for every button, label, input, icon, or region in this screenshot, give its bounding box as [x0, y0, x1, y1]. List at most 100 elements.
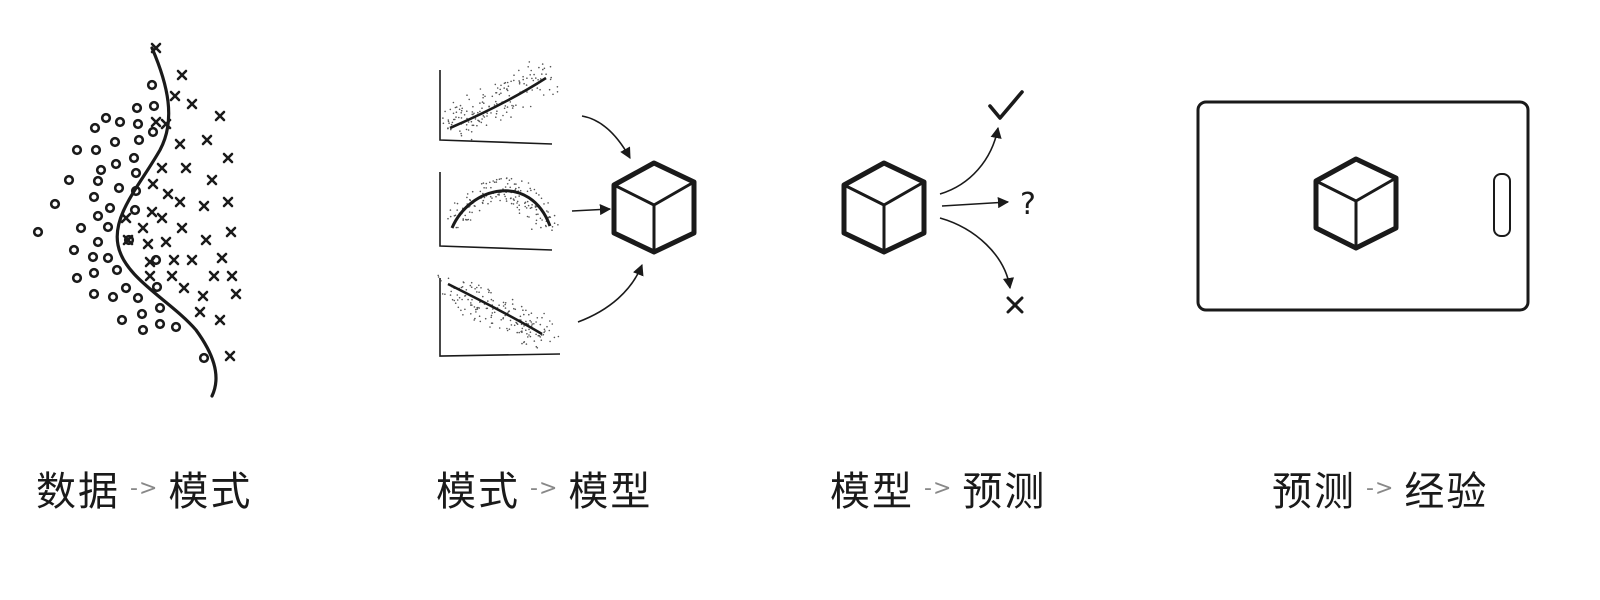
noise-dot [489, 181, 491, 184]
cross-point [216, 252, 228, 264]
cross-point [156, 212, 168, 224]
noise-dot [523, 341, 526, 343]
noise-dot [444, 110, 446, 113]
noise-dot [482, 96, 484, 99]
noise-dot [525, 309, 527, 312]
noise-dot [490, 112, 492, 114]
circle-point [107, 291, 119, 303]
cross-point [160, 236, 172, 248]
noise-dot [511, 104, 513, 107]
noise-dot [522, 78, 524, 81]
noise-dot [508, 310, 511, 312]
noise-dot [506, 81, 509, 84]
pattern-arrow-middle [571, 203, 612, 216]
noise-dot [543, 203, 545, 205]
circle-point [120, 282, 132, 294]
noise-dot [478, 307, 481, 309]
noise-dot [536, 317, 539, 319]
prediction-arrow-middle [941, 197, 1010, 209]
noise-dot [453, 202, 456, 204]
noise-dot [544, 330, 546, 332]
noise-dot [456, 202, 459, 205]
circle-point [146, 79, 158, 91]
noise-dot [447, 127, 449, 129]
cross-point [142, 238, 154, 250]
cross-point [176, 69, 188, 81]
noise-dot [518, 81, 521, 84]
noise-dot [499, 199, 501, 202]
circle-point [104, 202, 116, 214]
noise-dot [466, 193, 469, 195]
noise-dot [528, 313, 530, 316]
prediction-arrow-up [939, 126, 1002, 195]
noise-dot [464, 214, 467, 217]
noise-dot [526, 333, 528, 335]
circle-point [75, 222, 87, 234]
noise-dot [457, 226, 459, 229]
circle-point [88, 267, 100, 279]
noise-dot [525, 207, 528, 209]
noise-dot [486, 115, 488, 117]
noise-dot [556, 86, 559, 88]
noise-dot [531, 77, 533, 80]
pattern-arrow-bottom [577, 263, 644, 323]
noise-dot [508, 179, 511, 181]
noise-dot [470, 138, 473, 141]
tablet-device-frame [1196, 100, 1530, 312]
noise-dot [518, 186, 520, 189]
noise-dot [556, 91, 559, 93]
noise-dot [526, 77, 528, 79]
noise-dot [482, 199, 485, 202]
circle-point [109, 136, 121, 148]
noise-dot [508, 328, 511, 331]
noise-dot [548, 329, 551, 332]
noise-dot [470, 313, 472, 315]
noise-dot [531, 325, 533, 327]
noise-dot [512, 203, 515, 205]
circle-point [87, 251, 99, 263]
cross-point [224, 350, 236, 362]
noise-dot [545, 225, 547, 228]
noise-dot [498, 93, 501, 96]
noise-dot [482, 115, 485, 117]
noise-dot [454, 302, 457, 305]
circle-point [147, 126, 159, 138]
noise-dot [476, 291, 478, 293]
noise-dot [543, 331, 545, 334]
circle-point [92, 236, 104, 248]
parabola-pattern-chart [439, 172, 559, 251]
noise-dot [458, 116, 460, 119]
noise-dot [533, 323, 535, 325]
noise-dot [462, 314, 464, 316]
noise-dot [492, 299, 495, 302]
noise-dot [447, 119, 450, 121]
noise-dot [450, 128, 452, 131]
noise-dot [480, 121, 483, 124]
noise-dot [528, 334, 530, 336]
noise-dot [542, 333, 545, 336]
noise-dot [461, 107, 464, 110]
noise-dot [545, 73, 547, 75]
noise-dot [511, 107, 514, 109]
circle-point [71, 144, 83, 156]
circle-point [148, 100, 160, 112]
noise-dot [551, 229, 553, 231]
circle-point [100, 112, 112, 124]
noise-dot [505, 198, 508, 200]
noise-dot [493, 181, 496, 183]
noise-dot [510, 202, 513, 205]
noise-dot [537, 79, 539, 81]
noise-dot [441, 293, 444, 295]
noise-dot [533, 188, 536, 191]
noise-dot [448, 122, 450, 124]
noise-dot [547, 202, 549, 204]
noise-dot [513, 199, 515, 201]
noise-dot [513, 324, 516, 327]
noise-dot [520, 305, 523, 308]
noise-dot [466, 196, 468, 199]
noise-dot [482, 94, 485, 96]
noise-dot [477, 111, 479, 114]
noise-dot [538, 66, 540, 69]
circle-point [133, 134, 145, 146]
noise-dot [505, 200, 508, 202]
